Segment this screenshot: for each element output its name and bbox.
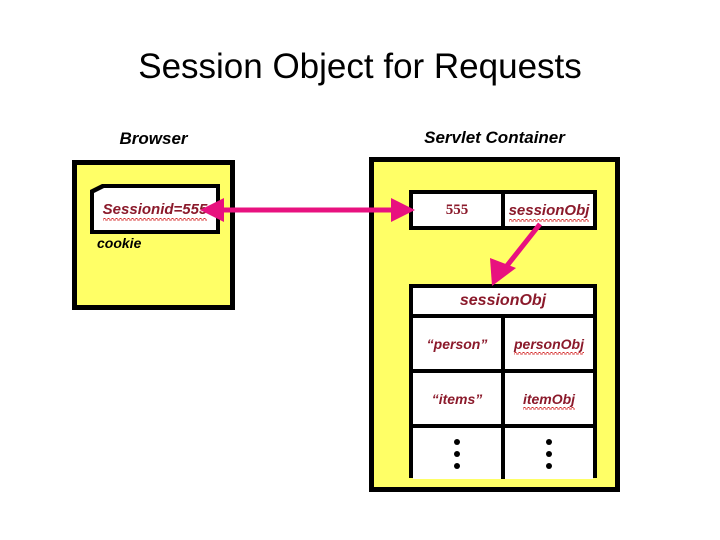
session-object-table-title: sessionObj	[459, 293, 547, 309]
cookie-note: Sessionid=555	[90, 184, 220, 234]
attribute-key-ellipsis	[413, 428, 501, 479]
session-id-cell: 555	[413, 194, 501, 226]
attribute-value-cell: itemObj	[501, 373, 593, 424]
vertical-ellipsis-icon	[546, 438, 552, 469]
table-header-row: sessionObj	[413, 288, 593, 314]
browser-caption: Browser	[119, 129, 188, 148]
attribute-key-cell: “person”	[413, 318, 501, 369]
table-row-ellipsis	[413, 424, 593, 479]
attribute-value-person: personObj	[513, 335, 585, 355]
attribute-key-cell: “items”	[413, 373, 501, 424]
session-id-value: 555	[445, 201, 469, 218]
attribute-value-items: itemObj	[522, 390, 576, 410]
servlet-container-caption: Servlet Container	[424, 128, 565, 147]
cookie-value: Sessionid=555	[102, 200, 208, 221]
session-mapping-row: 555 sessionObj	[409, 190, 597, 230]
vertical-ellipsis-icon	[454, 438, 460, 469]
attribute-key-person: “person”	[426, 335, 488, 352]
table-header-cell: sessionObj	[413, 293, 593, 309]
session-object-value: sessionObj	[508, 201, 590, 222]
session-object-table: sessionObj “person” personObj “items” it…	[409, 284, 597, 479]
session-object-cell: sessionObj	[501, 194, 593, 226]
page-title: Session Object for Requests	[138, 47, 582, 86]
cookie-note-inner: Sessionid=555	[94, 188, 216, 230]
table-row: “items” itemObj	[413, 369, 593, 424]
table-row: “person” personObj	[413, 314, 593, 369]
attribute-key-items: “items”	[431, 390, 483, 407]
cookie-label: cookie	[97, 235, 142, 251]
attribute-value-cell: personObj	[501, 318, 593, 369]
attribute-value-ellipsis	[501, 428, 593, 479]
